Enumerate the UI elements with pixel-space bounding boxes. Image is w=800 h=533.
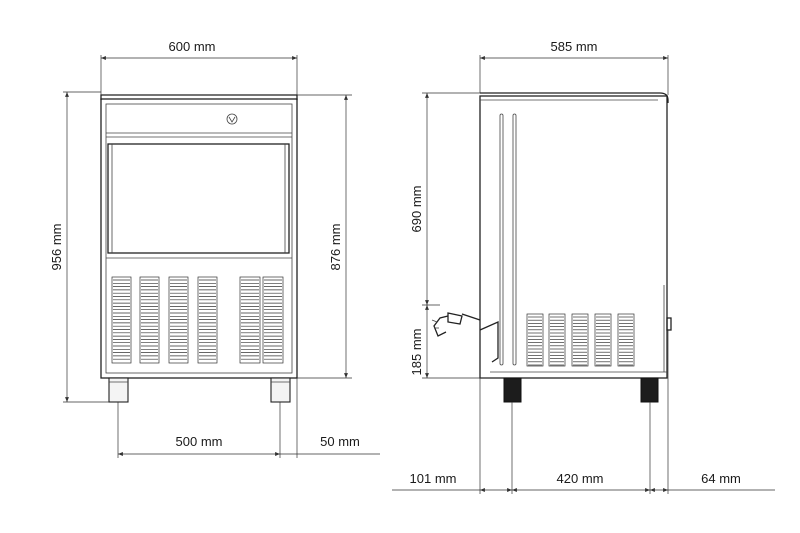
- front-body-height-label: 876 mm: [328, 224, 343, 271]
- side-cabinet: [479, 95, 668, 379]
- side-rail-2: [512, 113, 517, 366]
- front-inner-frame: [105, 103, 293, 374]
- power-plug-icon: [431, 312, 499, 363]
- front-body-height-dimension: 876 mm: [297, 94, 352, 379]
- side-depth-dimension: 585 mm: [479, 39, 669, 95]
- vent-slot-frame: [168, 276, 189, 364]
- front-view: [100, 94, 298, 403]
- side-rail-1: [499, 113, 504, 366]
- front-total-height-dimension: 956 mm: [49, 91, 109, 403]
- front-vent-grille: [111, 276, 284, 364]
- side-vent-grille: [526, 313, 635, 367]
- side-height-dimension: 690 mm 185 mm: [409, 92, 490, 379]
- vent-slot-frame: [617, 313, 635, 367]
- vent-slot-frame: [111, 276, 132, 364]
- side-front-foot: [640, 377, 659, 403]
- front-leg-spacing-label: 500 mm: [176, 434, 223, 449]
- side-upper-height-label: 690 mm: [409, 186, 424, 233]
- vent-slot-frame: [526, 313, 544, 367]
- side-front-button: [666, 317, 672, 331]
- front-right-foot: [270, 377, 291, 403]
- side-rear-offset-label: 101 mm: [410, 471, 457, 486]
- front-width-dimension: 600 mm: [100, 39, 298, 95]
- front-lid: [100, 94, 298, 100]
- side-front-offset-label: 64 mm: [701, 471, 741, 486]
- side-leg-spacing-label: 420 mm: [557, 471, 604, 486]
- side-lower-height-label: 185 mm: [409, 329, 424, 376]
- side-top-edge: [480, 92, 669, 103]
- side-rear-foot: [503, 377, 522, 403]
- logo-mark-icon: [226, 113, 238, 125]
- vent-slot-frame: [548, 313, 566, 367]
- vent-slot-frame: [139, 276, 160, 364]
- front-door: [107, 143, 290, 254]
- vent-slot-frame: [262, 276, 284, 364]
- vent-slot-frame: [594, 313, 612, 367]
- front-cabinet: [100, 98, 298, 379]
- side-depth-label: 585 mm: [551, 39, 598, 54]
- side-view: [431, 92, 672, 403]
- front-left-foot: [108, 377, 129, 403]
- front-leg-dimension: 500 mm 50 mm: [117, 378, 380, 458]
- front-width-label: 600 mm: [169, 39, 216, 54]
- vent-slot-frame: [197, 276, 218, 364]
- front-leg-offset-label: 50 mm: [320, 434, 360, 449]
- side-bottom-dimension: 101 mm 420 mm 64 mm: [392, 330, 775, 494]
- vent-slot-frame: [239, 276, 261, 364]
- vent-slot-frame: [571, 313, 589, 367]
- front-total-height-label: 956 mm: [49, 224, 64, 271]
